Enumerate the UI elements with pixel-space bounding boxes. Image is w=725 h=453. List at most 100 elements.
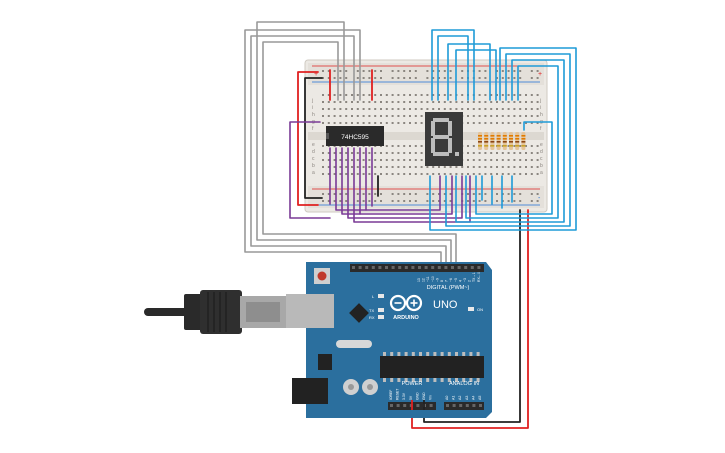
top-power-rail: [308, 63, 544, 85]
wire-purple-5: [353, 147, 471, 223]
analog-pin-label: A1: [452, 396, 456, 400]
row-letter: e: [540, 142, 543, 148]
digital-pin-label: RX←0: [477, 272, 481, 282]
wire-cyan-1: [431, 29, 475, 101]
led-rx: [378, 315, 384, 319]
digital-pin-label: 13: [417, 278, 421, 282]
wire-gray-2: [250, 35, 447, 263]
digital-pin-label: 2: [468, 280, 472, 282]
digital-pin-label: 7: [445, 280, 449, 282]
analog-pin-label: A0: [445, 396, 449, 400]
digital-pin-label: ~6: [449, 278, 453, 282]
seven-segment-display[interactable]: [425, 112, 463, 166]
wire-cyan-7: [455, 59, 565, 223]
usb-plug-collar: [184, 294, 202, 330]
atmega-chip: [380, 356, 484, 378]
power-pin-label: IOREF: [389, 390, 393, 400]
digital-pin-label: ~9: [435, 278, 439, 282]
crystal: [336, 340, 372, 348]
rail-plus-label: +: [314, 71, 318, 78]
wire-cyan-9: [475, 121, 553, 215]
wire-cyan-8: [465, 65, 559, 219]
led-rx-label: RX: [369, 315, 375, 320]
digital-pin-label: ~11: [426, 276, 430, 282]
wire-gray-3: [256, 21, 452, 263]
wire-cyan-10: [481, 175, 513, 209]
bottom-power-rail: [308, 186, 544, 208]
analog-pin-label: A2: [458, 396, 462, 400]
row-letter: c: [312, 156, 315, 162]
digital-pin-label: ~10: [431, 276, 435, 282]
power-pin-label: Vin: [429, 395, 433, 400]
analog-pin-label: A5: [478, 396, 482, 400]
breadboard-holes: [322, 70, 539, 202]
rail-minus-label-right: -: [538, 195, 541, 202]
shift-register-chip[interactable]: 74HC595: [326, 126, 384, 146]
led-l: [378, 294, 384, 298]
analog-pin-label: A3: [465, 396, 469, 400]
row-letter: a: [312, 170, 315, 176]
digital-header[interactable]: [350, 264, 484, 272]
row-letter: f: [312, 126, 314, 132]
power-header-label: POWER: [402, 381, 423, 387]
led-on-label: ON: [477, 307, 483, 312]
usb-controller-chip: [349, 303, 369, 323]
row-letter: h: [312, 112, 315, 118]
led-l-label: L: [372, 294, 375, 299]
row-letter: i: [540, 105, 541, 111]
wire-purple-left: [289, 121, 331, 219]
chip-label: 74HC595: [341, 134, 369, 141]
usb-plug-icon: [200, 290, 242, 334]
usb-jack: [286, 294, 334, 328]
analog-header-label: ANALOG IN: [449, 381, 479, 387]
row-letter: d: [540, 149, 543, 155]
row-letter: c: [540, 156, 543, 162]
row-letter: f: [540, 126, 542, 132]
digital-pin-label: 8: [440, 280, 444, 282]
row-letter: j: [311, 98, 313, 104]
wire-cyan-2: [437, 35, 469, 101]
resistor-bank[interactable]: [478, 132, 526, 150]
row-letter: h: [540, 112, 543, 118]
wire-black-top: [304, 77, 323, 199]
rail-plus-label-right: +: [538, 71, 542, 78]
row-letter: b: [312, 163, 315, 169]
power-jack: [292, 378, 328, 404]
row-letter: i: [312, 105, 313, 111]
row-letter: b: [540, 163, 543, 169]
power-pin-label: GND: [415, 392, 419, 400]
row-letter: j: [539, 98, 541, 104]
segment-digit-8: [431, 118, 459, 156]
led-on: [468, 307, 474, 311]
wire-purple-4: [347, 147, 463, 219]
wire-cyan-3: [447, 43, 491, 101]
digital-pin-label: ~3: [463, 278, 467, 282]
power-pin-label: 3.3V: [402, 392, 406, 400]
digital-pin-label: ~5: [454, 278, 458, 282]
wire-cyan-6: [445, 53, 571, 227]
digital-pin-label: 12: [422, 278, 426, 282]
wire-cyan-4: [455, 49, 497, 101]
arduino-uno-board[interactable]: DIGITAL (PWM~) ARDUINO UNO L TX RX ON: [286, 262, 492, 418]
power-pin-label: RESET: [396, 389, 400, 400]
usb-cable[interactable]: [144, 290, 286, 334]
power-pin-label: 5V: [409, 395, 413, 400]
digital-pin-label: 4: [458, 280, 462, 282]
wire-cyan-5: [429, 47, 577, 231]
led-tx-label: TX: [369, 308, 374, 313]
digital-pin-label: TX→1: [472, 272, 476, 282]
arduino-pcb: [306, 262, 492, 418]
analog-header[interactable]: [444, 402, 484, 410]
voltage-regulator: [318, 354, 332, 370]
power-pin-label: GND: [422, 392, 426, 400]
digital-header-label: DIGITAL (PWM~): [427, 285, 470, 291]
analog-pin-label: A4: [471, 396, 475, 400]
row-letter: a: [540, 170, 543, 176]
wire-purple-3: [341, 147, 453, 215]
row-letter: e: [312, 142, 315, 148]
wire-red-top: [297, 71, 319, 206]
led-tx: [378, 308, 384, 312]
arduino-brand: ARDUINO: [393, 315, 419, 321]
wire-gray-1: [244, 29, 442, 263]
wire-gray-4: [262, 41, 457, 263]
